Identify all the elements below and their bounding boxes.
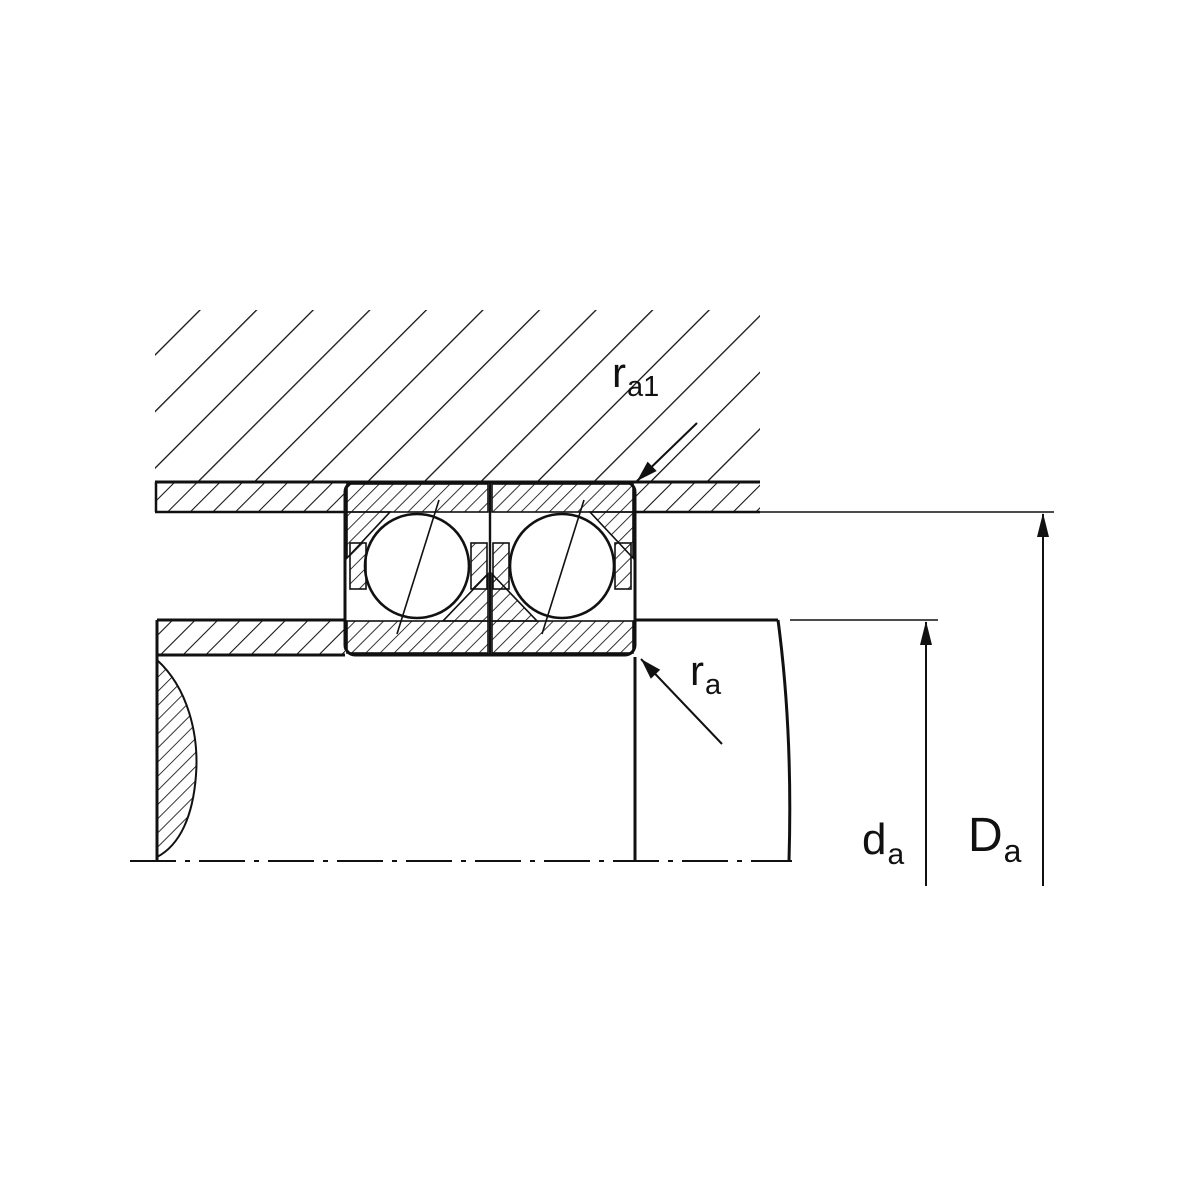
dimension-lines (920, 513, 1049, 886)
cage-section-1 (349, 542, 367, 590)
label-da-base: d (862, 815, 887, 864)
label-fillet-housing-base: r (612, 349, 626, 396)
da-arrowhead-icon (920, 621, 932, 645)
ball-right (508, 512, 616, 620)
housing-shoulder (635, 482, 760, 512)
housing-hatch (155, 310, 760, 482)
inner-ring-right (491, 620, 634, 654)
inner-ring-left (346, 620, 489, 654)
ra1-arrowhead-icon (637, 461, 657, 481)
ra-arrowhead-icon (641, 659, 661, 679)
contact-line-left (396, 499, 440, 635)
label-Da-base: D (968, 809, 1003, 862)
outer-ring-right (491, 483, 634, 513)
housing-section (154, 310, 760, 514)
label-fillet-shaft-sub: a (705, 669, 722, 701)
cage-section-4 (614, 542, 632, 590)
ball-left (363, 512, 471, 620)
label-fillet-housing-sub: a1 (627, 371, 660, 403)
label-housing-shoulder-diameter: Da (968, 809, 1021, 868)
label-fillet-shaft-base: r (690, 647, 704, 694)
shaft-breakout-section (156, 657, 198, 859)
fillet-annotations (636, 422, 723, 745)
outer-ring-left (346, 483, 489, 513)
Da-arrowhead-icon (1037, 513, 1049, 537)
inner-spacer-left (157, 620, 345, 655)
cage-section-2 (470, 542, 488, 590)
label-Da-sub: a (1003, 833, 1022, 869)
contact-line-right (541, 499, 585, 635)
outer-spacer-left (155, 482, 345, 512)
label-da-sub: a (887, 838, 905, 871)
label-fillet-housing: ra1 (612, 349, 659, 402)
cage-section-3 (492, 542, 510, 590)
label-fillet-shaft: ra (690, 647, 721, 700)
shaft-section (130, 618, 792, 862)
shaft-shoulder-outline (776, 619, 792, 862)
bearing-pair (343, 480, 637, 657)
label-shaft-shoulder-diameter: da (862, 815, 904, 870)
